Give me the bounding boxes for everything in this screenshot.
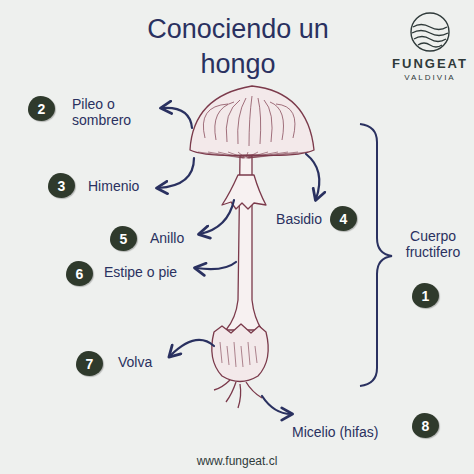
- website: www.fungeat.cl: [137, 455, 337, 469]
- part-label: Volva: [118, 354, 166, 370]
- logo-mark: [411, 13, 449, 51]
- callout-number: 8: [412, 413, 439, 438]
- callout-number-text: 1: [422, 288, 430, 304]
- part-label: Cuerpo fructifero: [394, 228, 472, 260]
- callout-number: 2: [28, 96, 55, 121]
- callout-number-text: 6: [76, 266, 84, 282]
- callout-number-text: 2: [38, 101, 46, 117]
- callout-number: 6: [66, 261, 93, 286]
- part-label: Himenio: [88, 178, 154, 194]
- callout-number: 4: [330, 206, 357, 231]
- callout-number-text: 7: [86, 356, 94, 372]
- brand-place: VALDIVIA: [388, 73, 472, 82]
- part-label: Micelio (hifas): [292, 424, 408, 440]
- callout-number-text: 4: [340, 211, 348, 227]
- part-label: Pileo o sombrero: [72, 96, 152, 128]
- leader-arrows: [158, 108, 319, 414]
- callout-number: 5: [110, 226, 137, 251]
- mushroom-drawing: [190, 86, 314, 408]
- callout-number: 1: [412, 283, 439, 308]
- callout-number-text: 8: [422, 418, 430, 434]
- part-label: Estipe o pie: [104, 264, 192, 280]
- part-label: Basidio: [258, 211, 322, 227]
- part-label: Anillo: [150, 230, 196, 246]
- brand-name: FUNGEAT: [388, 57, 472, 72]
- title: Conociendo un hongo: [118, 12, 358, 82]
- callout-number: 3: [48, 173, 75, 198]
- callout-number-text: 3: [58, 178, 66, 194]
- callout-number-text: 5: [120, 231, 128, 247]
- callout-number: 7: [76, 351, 103, 376]
- brace: [360, 124, 392, 386]
